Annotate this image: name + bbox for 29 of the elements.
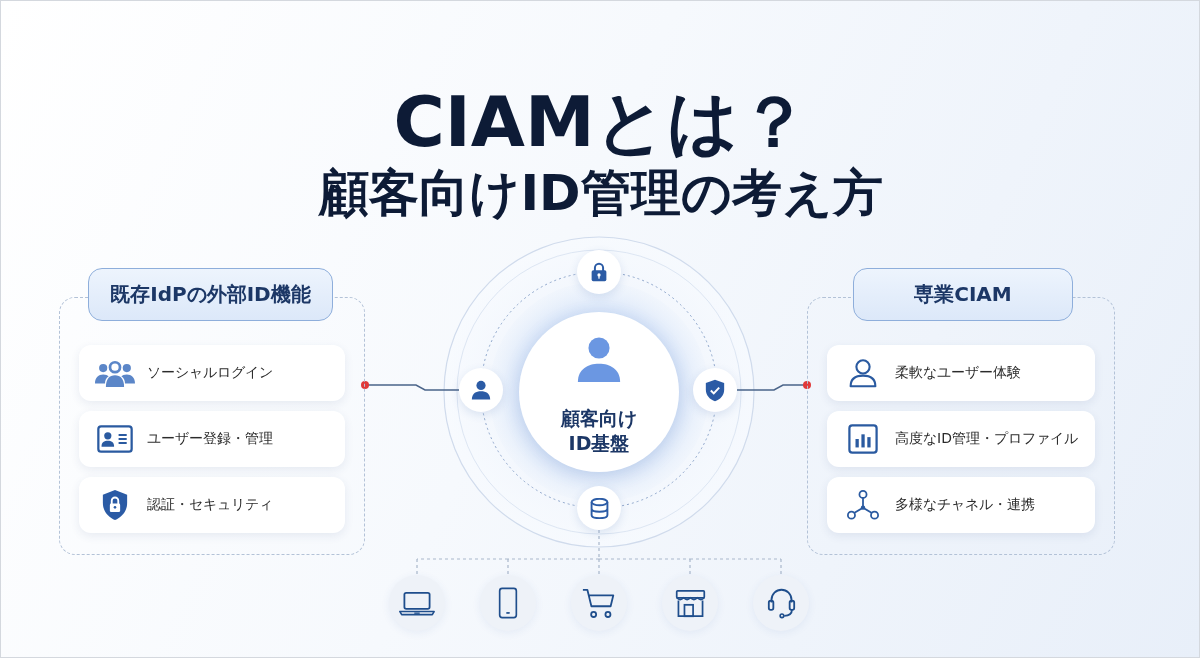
feature-label: ユーザー登録・管理 (147, 430, 273, 448)
feature-label: 多様なチャネル・連携 (895, 496, 1035, 514)
dashed-connector (689, 558, 691, 576)
title: CIAMとは？ (393, 83, 809, 161)
dashed-connector (598, 558, 691, 560)
feature-label: 高度なID管理・プロファイル (895, 430, 1078, 448)
dashed-connector (689, 558, 782, 560)
dashed-connector (416, 558, 509, 560)
hub-label: 顧客向けID基盤 (560, 406, 638, 456)
group-heading: 専業CIAM (853, 268, 1073, 321)
group-heading: 既存IdPの外部ID機能 (88, 268, 333, 321)
feature-label: 認証・セキュリティ (147, 496, 273, 514)
feature-label: 柔軟なユーザー体験 (895, 364, 1021, 382)
dashed-connector (416, 558, 418, 576)
dashed-connector (507, 558, 600, 560)
feature-label: ソーシャルログイン (147, 364, 273, 382)
dashed-connector (507, 558, 509, 576)
dashed-connector (598, 529, 600, 560)
subtitle: 顧客向けID管理の考え方 (319, 164, 883, 222)
feature-card (79, 411, 345, 467)
dashed-connector (598, 558, 600, 576)
feature-card (827, 345, 1095, 401)
connector-line (736, 381, 811, 391)
feature-card (827, 411, 1095, 467)
connector-line (361, 381, 460, 391)
feature-card (827, 477, 1095, 533)
feature-card (79, 345, 345, 401)
dashed-connector (780, 558, 782, 576)
feature-card (79, 477, 345, 533)
